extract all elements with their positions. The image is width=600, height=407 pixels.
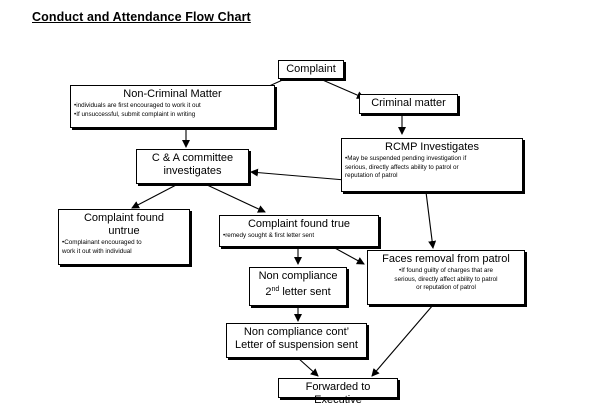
page-title: Conduct and Attendance Flow Chart <box>32 10 251 24</box>
node-rcmp-investigates: RCMP Investigates •May be suspended pend… <box>341 138 523 192</box>
note-list: •May be suspended pending investigation … <box>345 155 467 179</box>
note-list: •Complainant encouraged to work it out w… <box>62 239 142 255</box>
node-complaint-found-true: Complaint found true •remedy sought & fi… <box>219 215 379 247</box>
arrow-suspension-to-executive <box>297 357 319 377</box>
arrow-committee-to-untrue <box>131 183 179 209</box>
note-list: •individuals are first encouraged to wor… <box>74 102 201 118</box>
node-committee-investigates: C & A committee investigates <box>136 149 249 184</box>
node-forwarded-to-executive: Forwarded to Executive <box>278 378 398 406</box>
arrow-rcmp-to-removal <box>425 191 437 249</box>
arrow-true-to-removal <box>332 246 365 265</box>
node-letter-of-suspension: Non compliance cont’ Letter of suspensio… <box>226 323 367 358</box>
second-letter-line: 2nd letter sent <box>265 286 331 298</box>
node-criminal-matter: Criminal matter <box>359 94 458 114</box>
arrow-removal-to-executive <box>371 304 434 377</box>
note-list: •If found guilty of charges that are ser… <box>394 267 498 291</box>
note-list: •remedy sought & first letter sent <box>223 232 315 239</box>
node-non-criminal-matter: Non-Criminal Matter •individuals are fir… <box>70 85 275 128</box>
node-non-compliance-second-letter: Non compliance 2nd letter sent <box>249 267 347 306</box>
node-complaint: Complaint <box>278 60 344 79</box>
arrow-complaint-to-criminal <box>317 77 365 99</box>
node-complaint-found-untrue: Complaint found untrue •Complainant enco… <box>58 209 190 265</box>
arrow-rcmp-to-committee <box>250 168 358 182</box>
arrow-committee-to-true <box>204 183 266 213</box>
node-faces-removal: Faces removal from patrol •If found guil… <box>367 250 525 305</box>
